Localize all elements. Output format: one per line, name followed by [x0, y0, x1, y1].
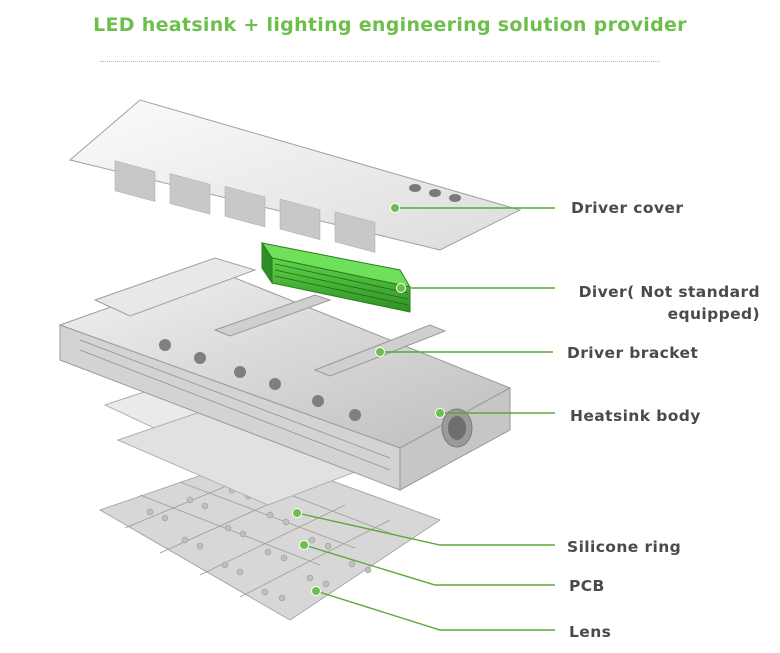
title-divider [100, 61, 660, 62]
driver-cover [68, 99, 522, 253]
label-driver-line2: equipped) [667, 305, 760, 323]
dot-driver-bracket [375, 347, 385, 357]
dot-lens [311, 586, 321, 596]
lens-modules [98, 454, 442, 621]
label-driver-cover: Driver cover [571, 199, 684, 217]
leader-silicone-ring [296, 512, 555, 546]
leader-lines [296, 207, 555, 631]
label-pcb: PCB [569, 577, 605, 595]
driver-unit [260, 241, 412, 313]
heatsink-body [58, 257, 512, 491]
label-driver-line1: Diver( Not standard [578, 283, 760, 301]
dot-silicone-ring [292, 508, 302, 518]
dot-heatsink-body [435, 408, 445, 418]
dot-pcb [299, 540, 309, 550]
dot-driver [396, 283, 406, 293]
label-silicone-ring: Silicone ring [567, 538, 682, 556]
dot-driver-cover [390, 203, 400, 213]
leader-pcb [303, 544, 555, 586]
label-lens: Lens [569, 623, 612, 641]
leader-lens [315, 590, 555, 631]
label-heatsink-body: Heatsink body [570, 407, 701, 425]
page-title: LED heatsink + lighting engineering solu… [93, 14, 687, 36]
label-driver-bracket: Driver bracket [567, 344, 699, 362]
